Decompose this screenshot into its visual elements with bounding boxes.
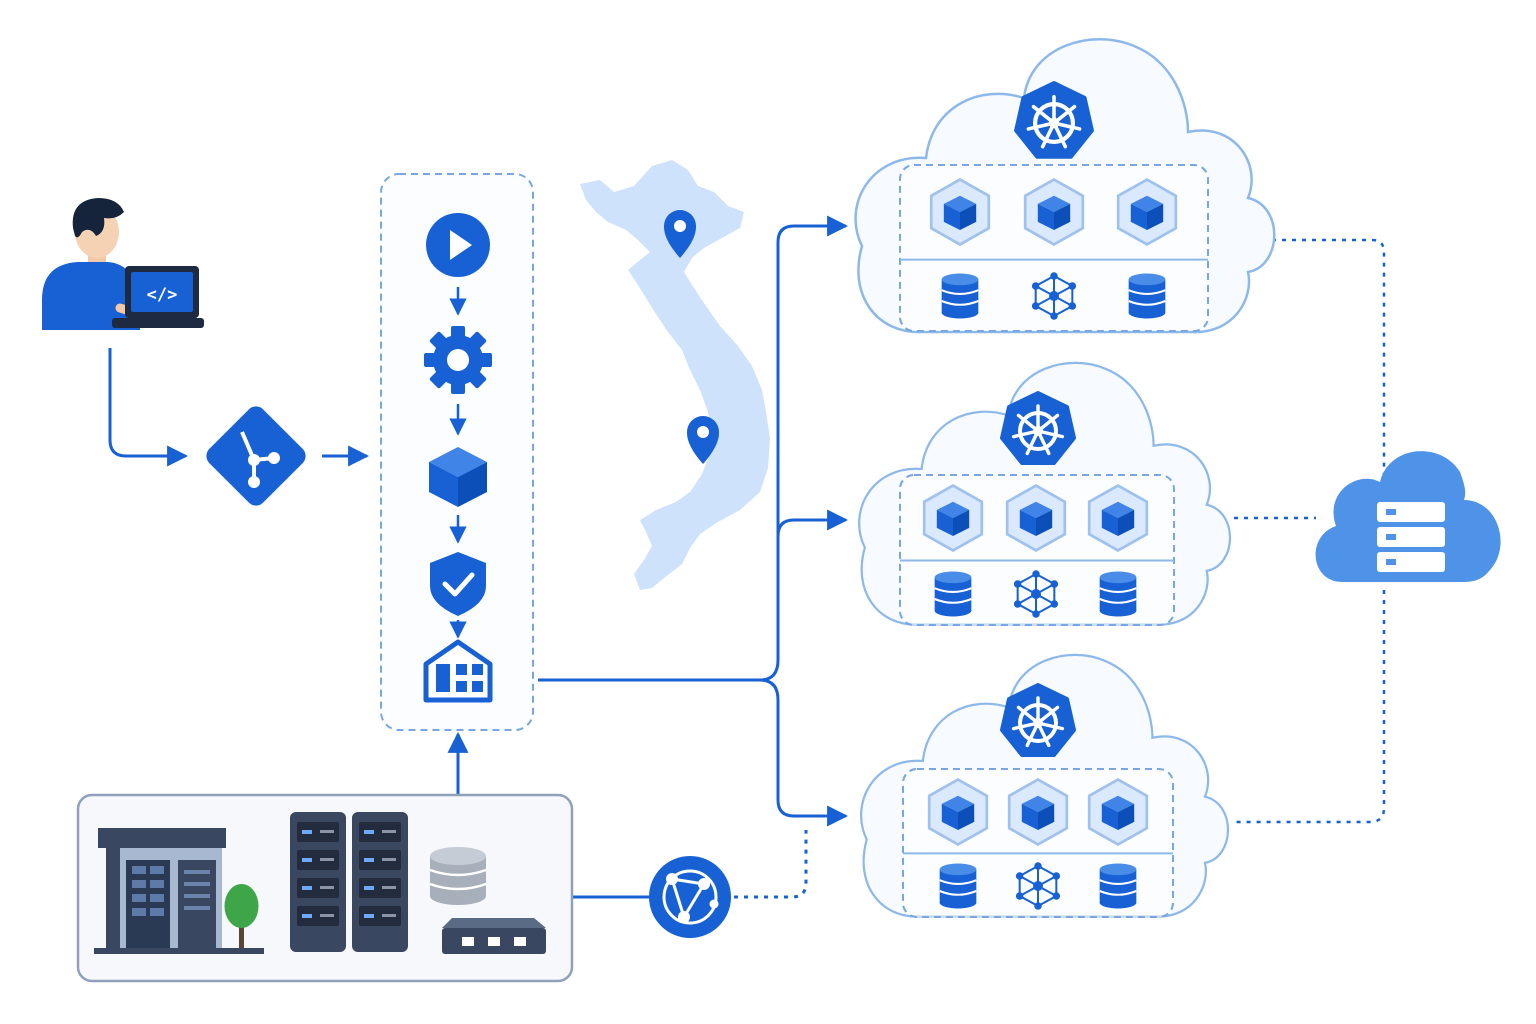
vietnam-map: [580, 160, 770, 590]
laptop-code-glyph: </>: [147, 285, 178, 305]
database-icon: [1098, 862, 1138, 910]
data-center-building-icon: [94, 828, 264, 954]
kubernetes-helm-icon: [1016, 83, 1092, 156]
cluster-2: [858, 361, 1232, 626]
database-icon: [940, 272, 980, 320]
database-icon: [1127, 272, 1167, 320]
hub-to-cluster-dotted-connector: [734, 830, 808, 899]
database-icon: [938, 862, 978, 910]
developer-to-git-connector: [108, 348, 189, 467]
database-cylinder-icon: [429, 847, 487, 905]
location-pin-icon-north: [664, 210, 696, 258]
server-rack-icon: [290, 812, 346, 952]
cluster-1: [854, 37, 1276, 334]
server-rack-icon: [352, 812, 408, 952]
shield-check-icon: [430, 552, 486, 616]
clusters-to-storage-dotted-connector: [1234, 238, 1386, 824]
location-pin-icon-south: [687, 416, 719, 464]
play-icon: [426, 213, 490, 277]
database-icon: [1098, 570, 1138, 618]
kubernetes-clusters: [854, 37, 1276, 918]
gear-icon: [424, 326, 492, 394]
registry-icon: [423, 639, 493, 703]
pipeline-to-clusters-connector: [538, 215, 849, 827]
database-icon: [933, 570, 973, 618]
cloud-storage-server-icon: [1315, 451, 1501, 582]
kubernetes-helm-icon: [1000, 391, 1076, 465]
cluster-3: [859, 653, 1230, 918]
git-icon: [206, 406, 306, 506]
ci-cd-pipeline: [380, 173, 534, 731]
cube-icon: [429, 447, 487, 507]
on-premise-infrastructure: [76, 793, 574, 983]
network-hub-icon: [649, 856, 731, 938]
kubernetes-helm-icon: [1000, 683, 1076, 757]
developer-with-laptop-icon: </>: [42, 198, 204, 330]
network-switch-icon: [442, 918, 546, 954]
